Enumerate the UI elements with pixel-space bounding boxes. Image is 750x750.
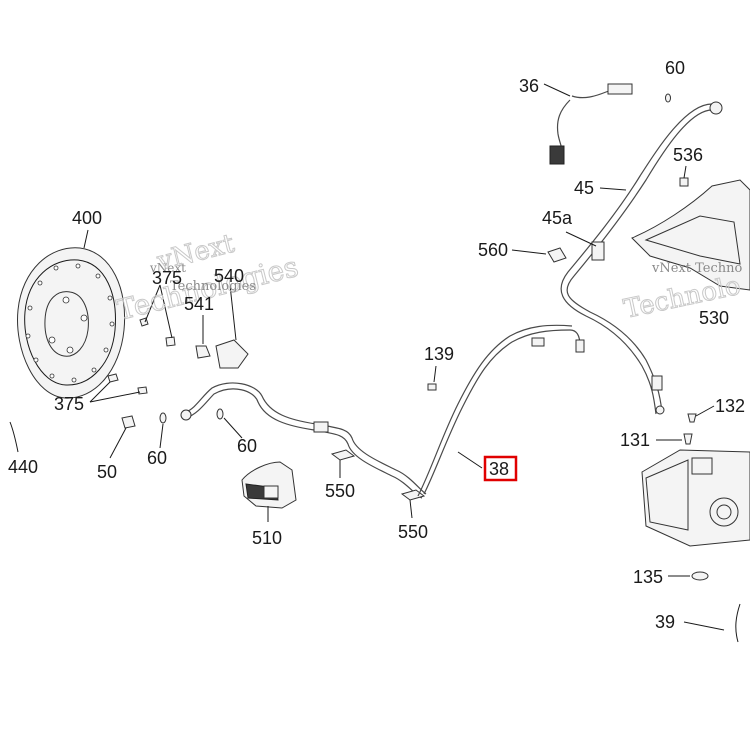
bolt[interactable] [679,177,689,187]
part-label-530[interactable]: 530 [699,308,729,328]
washer[interactable] [216,408,224,420]
part-label-45[interactable]: 45 [574,178,594,198]
leader-line [229,284,237,341]
part-edge [735,603,741,643]
leader-line [159,423,164,449]
leader-line [223,417,243,439]
part-label-440[interactable]: 440 [8,457,38,477]
part-label-50[interactable]: 50 [97,462,117,482]
washer[interactable] [665,93,671,103]
cap[interactable] [691,571,709,581]
part-label-536[interactable]: 536 [673,145,703,165]
watermark-text: vNext Techno [651,261,742,276]
hose-clip[interactable] [547,247,567,263]
rear-brake-hose[interactable] [180,382,427,499]
leader-line [89,391,141,403]
abs-module[interactable] [641,449,750,547]
hose-clip[interactable] [330,449,356,461]
abs-mounting-bracket[interactable] [631,179,750,291]
bleeder-screw[interactable] [121,415,136,429]
leader-line [159,284,173,339]
part-label-139[interactable]: 139 [424,344,454,364]
leader-line [457,451,483,469]
part-label-132[interactable]: 132 [715,396,745,416]
part-label-510[interactable]: 510 [252,528,282,548]
leader-line [109,427,127,459]
leader-line [409,499,413,519]
grommet[interactable] [195,345,211,359]
wheel-edge [9,421,19,453]
washer[interactable] [159,412,167,424]
leader-line [144,284,161,323]
part-label-60[interactable]: 60 [147,448,167,468]
leader-line [599,187,627,191]
part-label-131[interactable]: 131 [620,430,650,450]
bolt[interactable] [427,383,437,391]
part-label-550[interactable]: 550 [398,522,428,542]
part-label-550[interactable]: 550 [325,481,355,501]
leader-line [83,229,89,249]
part-label-60[interactable]: 60 [665,58,685,78]
part-label-39[interactable]: 39 [655,612,675,632]
hose-bracket[interactable] [215,339,249,369]
part-label-375[interactable]: 375 [54,394,84,414]
part-label-560[interactable]: 560 [478,240,508,260]
leader-line [683,621,725,631]
part-label-45a[interactable]: 45a [542,208,573,228]
part-label-375[interactable]: 375 [152,268,182,288]
part-label-135[interactable]: 135 [633,567,663,587]
part-label-400[interactable]: 400 [72,208,102,228]
brake-disc[interactable] [17,247,126,399]
part-label-38[interactable]: 38 [489,459,509,479]
highlighted-callout-38[interactable]: 38 [483,455,518,482]
hose-clip[interactable] [400,489,426,501]
leader-line [543,83,571,97]
fitting[interactable] [687,413,697,423]
wheel-speed-sensor[interactable] [549,83,633,165]
part-label-36[interactable]: 36 [519,76,539,96]
brake-line-38[interactable] [417,324,585,497]
leader-line [565,231,597,247]
part-label-540[interactable]: 540 [214,266,244,286]
brake-line-45[interactable] [560,101,723,415]
leader-line [695,405,715,417]
part-label-60[interactable]: 60 [237,436,257,456]
watermark-text: Technologies [170,279,256,294]
leader-line [89,381,111,403]
brake-caliper[interactable] [241,461,297,509]
leader-line [683,165,687,179]
leader-line [511,249,547,255]
watermark-text: vNext [149,261,186,275]
leader-line [433,365,437,383]
fitting[interactable] [683,433,693,445]
disc-bolts[interactable] [107,317,176,395]
part-label-541[interactable]: 541 [184,294,214,314]
